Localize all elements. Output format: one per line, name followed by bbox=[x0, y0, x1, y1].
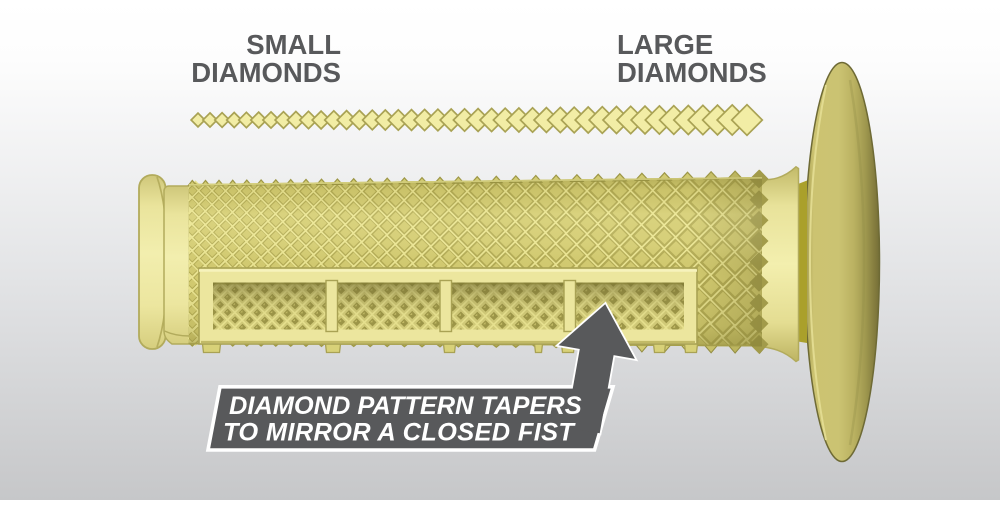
svg-text:LARGE: LARGE bbox=[617, 29, 713, 60]
svg-text:DIAMONDS: DIAMONDS bbox=[617, 57, 767, 88]
svg-text:DIAMONDS: DIAMONDS bbox=[191, 57, 341, 88]
svg-text:TO MIRROR A CLOSED FIST: TO MIRROR A CLOSED FIST bbox=[223, 419, 576, 447]
svg-text:DIAMOND PATTERN TAPERS: DIAMOND PATTERN TAPERS bbox=[229, 392, 582, 420]
svg-text:SMALL: SMALL bbox=[246, 29, 341, 60]
